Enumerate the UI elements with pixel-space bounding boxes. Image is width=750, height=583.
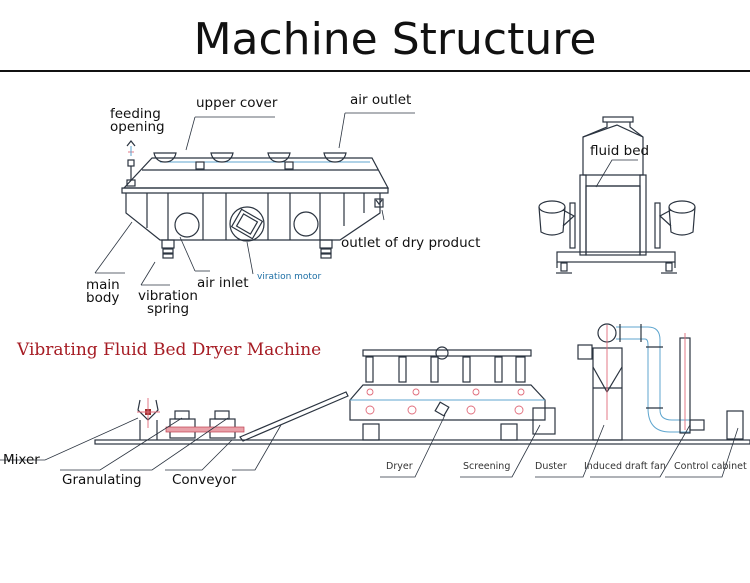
label-upper-cover: upper cover (196, 95, 278, 111)
title-divider (0, 70, 750, 72)
mixer-shape (137, 398, 160, 440)
page-title: Machine Structure (193, 14, 597, 65)
process-subtitle: Vibrating Fluid Bed Dryer Machine (17, 340, 322, 360)
label-screening: Screening (463, 461, 511, 472)
ground-rail (94, 439, 750, 445)
label-control-cabinet: Control cabinet (674, 461, 747, 472)
granulating-shape (165, 410, 245, 439)
label-main-line2: body (86, 290, 120, 306)
label-dryer: Dryer (386, 461, 413, 472)
label-granulating: Granulating (62, 472, 142, 488)
label-feeding-line1: feeding (110, 106, 161, 122)
label-feeding-opening: feeding opening (110, 106, 165, 135)
label-spring-line2: spring (146, 301, 190, 317)
label-fluid-bed: fluid bed (590, 143, 650, 159)
label-spring-line1: vibration (138, 288, 198, 304)
induced-draft-fan-shape (616, 324, 705, 434)
side-view-dryer (94, 112, 415, 286)
cross-section-view (538, 116, 696, 274)
label-feeding-line2: opening (110, 119, 165, 135)
label-vibration-spring: vibration spring (138, 288, 198, 317)
air-outlet-domes (153, 152, 347, 163)
label-air-outlet: air outlet (350, 92, 412, 108)
process-line-diagram (0, 323, 750, 478)
label-main-body: main body (86, 277, 120, 306)
control-cabinet-shape (726, 410, 744, 440)
conveyor-shape (239, 391, 349, 442)
label-mixer: Mixer (3, 452, 40, 468)
main-body-shape (125, 193, 381, 241)
screening-shape (532, 407, 556, 435)
label-outlet-dry-product: outlet of dry product (341, 235, 481, 251)
label-induced-draft-fan: Induced draft fan (584, 461, 666, 472)
label-vibration-motor: viration motor (257, 272, 322, 282)
label-conveyor: Conveyor (172, 472, 237, 488)
vibration-spring-shape (161, 239, 333, 259)
label-duster: Duster (535, 461, 567, 472)
air-inlet-circle (174, 212, 200, 238)
duster-shape (577, 323, 623, 441)
label-main-line1: main (86, 277, 120, 293)
vibration-motor-shape (230, 208, 264, 240)
label-air-inlet: air inlet (197, 275, 249, 291)
dryer-shape (349, 346, 546, 441)
dry-product-outlet-shape (374, 198, 384, 208)
